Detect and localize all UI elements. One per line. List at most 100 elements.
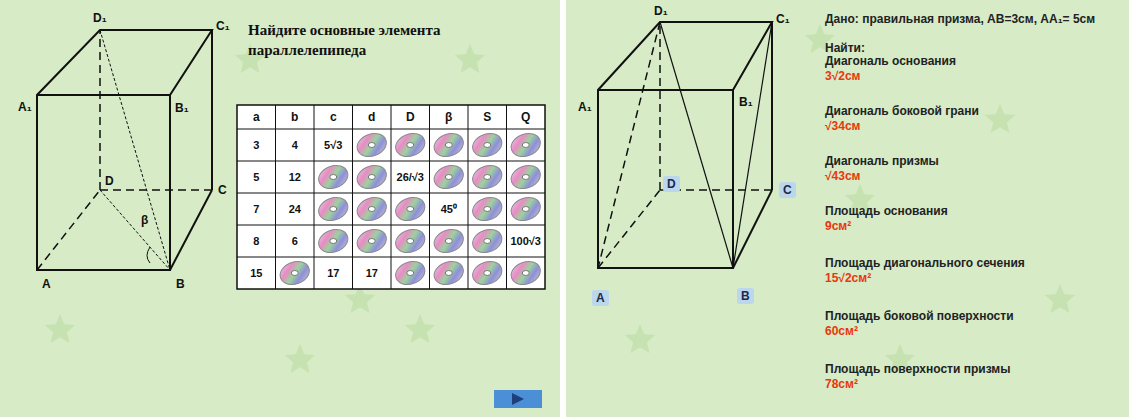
- play-button: [494, 390, 542, 408]
- star-watermarks: [45, 24, 1075, 373]
- table-cell: 15: [237, 257, 276, 289]
- table-cell: 5√3: [314, 129, 353, 161]
- table-header: S: [468, 105, 507, 129]
- prism-left: [37, 30, 212, 270]
- table-rule: [314, 105, 315, 289]
- vertex-label: B₁: [739, 95, 753, 109]
- table-rule: [237, 129, 545, 130]
- table-rule: [429, 105, 430, 289]
- prism-right: [598, 22, 772, 268]
- star: [285, 344, 315, 373]
- cd-icon: [431, 226, 467, 257]
- cd-icon: [469, 162, 505, 193]
- cd-icon: [431, 162, 467, 193]
- table-cell: 26/√3: [391, 161, 430, 193]
- cd-icon: [508, 258, 544, 289]
- table-header: a: [237, 105, 276, 129]
- info-text: Диагональ боковой грани: [825, 104, 979, 118]
- table-frame: [237, 105, 545, 289]
- table-header: D: [391, 105, 430, 129]
- slide-title: Найдите основные элемента параллелепипед…: [248, 20, 518, 60]
- star: [985, 104, 1015, 133]
- vertex-letter: A: [596, 291, 605, 305]
- table-cell: 24: [276, 193, 315, 225]
- right-slide: [566, 0, 1129, 417]
- vertex-letter: B: [741, 289, 750, 303]
- vertex-box: C: [779, 182, 796, 198]
- data-table: [237, 105, 545, 289]
- cd-icon: [469, 130, 505, 161]
- table-rule: [352, 105, 353, 289]
- cd-icon: [354, 226, 390, 257]
- info-text: Площадь основания: [825, 204, 948, 218]
- info-text: Площадь боковой поверхности: [825, 309, 1014, 323]
- vertex-label: C₁: [776, 12, 790, 26]
- cd-icon: [469, 258, 505, 289]
- table-rule: [506, 105, 507, 289]
- table-cell: 17: [353, 257, 392, 289]
- table-rule: [275, 105, 276, 289]
- vertex-label: C₁: [216, 19, 230, 33]
- cd-icon: [431, 258, 467, 289]
- table-header: β: [430, 105, 469, 129]
- cd-icon: [277, 258, 313, 289]
- star: [45, 314, 75, 343]
- info-text: Диагональ призмы: [825, 154, 939, 168]
- table-cell: 5: [237, 161, 276, 193]
- vertex-label: β: [141, 213, 148, 227]
- table-header: Q: [507, 105, 546, 129]
- table-cell: 17: [314, 257, 353, 289]
- info-text: Площадь диагонального сечения: [825, 256, 1025, 270]
- info-text: Диагональ основания: [825, 54, 956, 68]
- table-rule: [391, 105, 392, 289]
- vertex-label: B: [176, 277, 185, 291]
- cd-icon: [315, 226, 351, 257]
- star: [405, 314, 435, 343]
- cd-icon: [315, 162, 351, 193]
- cd-icon: [354, 194, 390, 225]
- cd-icon: [508, 162, 544, 193]
- cd-icon: [392, 130, 428, 161]
- cd-icon: [431, 130, 467, 161]
- vertex-label: D₁: [93, 11, 107, 25]
- left-slide: [0, 0, 560, 417]
- info-text: Найти:: [825, 41, 865, 55]
- cd-icon: [508, 194, 544, 225]
- table-header: c: [314, 105, 353, 129]
- vertex-letter: D: [667, 177, 676, 191]
- answer-value: 9см²: [825, 219, 851, 233]
- cd-icon: [392, 258, 428, 289]
- cd-icon: [354, 162, 390, 193]
- vertex-letter: C: [783, 183, 792, 197]
- star: [1045, 284, 1075, 313]
- table-cell: 6: [276, 225, 315, 257]
- star: [625, 324, 655, 353]
- table-cell: 100√3: [507, 225, 546, 257]
- table-rule: [237, 193, 545, 194]
- answer-value: √43см: [825, 169, 860, 183]
- vertex-label: A: [42, 277, 51, 291]
- info-text: Площадь поверхности призмы: [825, 362, 1010, 376]
- vertex-label: D: [105, 174, 114, 188]
- table-cell: 4: [276, 129, 315, 161]
- cd-icon: [392, 194, 428, 225]
- cd-icon: [508, 130, 544, 161]
- vertex-label: C: [218, 183, 227, 197]
- vertex-label: D₁: [654, 4, 668, 18]
- table-cell: 12: [276, 161, 315, 193]
- vertex-label: A₁: [578, 100, 592, 114]
- cd-icon: [354, 130, 390, 161]
- info-text: Дано: правильная призма, AB=3см, AA₁= 5с…: [825, 12, 1120, 26]
- table-header: b: [276, 105, 315, 129]
- play-arrow: [512, 393, 524, 405]
- vertex-label: A₁: [18, 100, 32, 114]
- table-rule: [237, 225, 545, 226]
- vertex-label: B₁: [175, 101, 189, 115]
- table-rule: [468, 105, 469, 289]
- cd-icon: [469, 194, 505, 225]
- vertex-box: D: [663, 176, 680, 192]
- answer-value: 78см²: [825, 377, 858, 391]
- star: [455, 44, 485, 73]
- cd-icon: [469, 226, 505, 257]
